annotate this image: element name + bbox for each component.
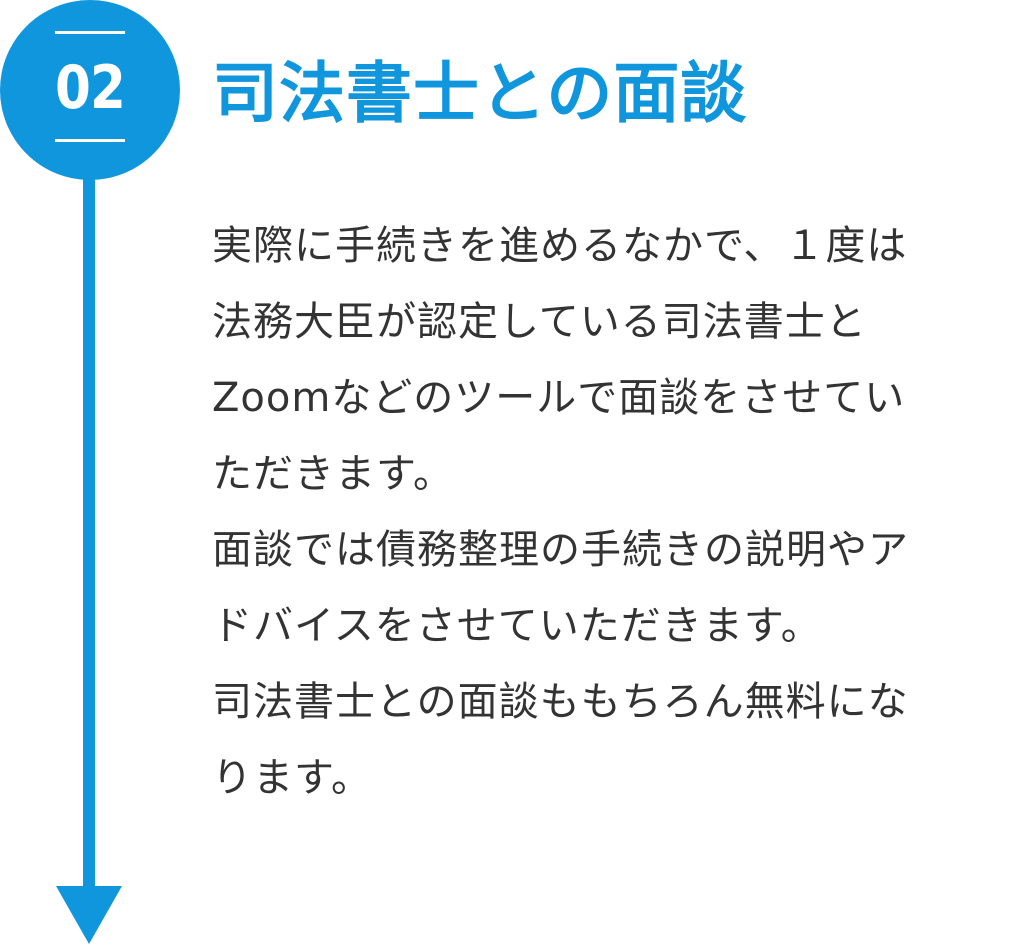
description-line: ただきます。 [212, 451, 454, 497]
description-line: ります。 [212, 755, 372, 801]
description-line: 法務大臣が認定している司法書士と [212, 299, 867, 345]
step-number-badge: 02 [0, 0, 180, 180]
timeline-line [83, 170, 95, 910]
step-description: 実際に手続きを進めるなかで、１度は 法務大臣が認定している司法書士と Zoomな… [212, 208, 1027, 816]
description-line: 実際に手続きを進めるなかで、１度は [212, 223, 908, 269]
description-line: Zoomなどのツールで面談をさせてい [212, 375, 906, 421]
badge-bottom-rule [55, 139, 125, 142]
description-line: 面談では債務整理の手続きの説明やア [212, 527, 909, 573]
description-line: 司法書士との面談ももちろん無料にな [212, 679, 909, 725]
step-title: 司法書士との面談 [212, 55, 748, 132]
badge-top-rule [55, 31, 125, 34]
description-line: ドバイスをさせていただきます。 [212, 603, 822, 649]
arrow-down-icon [56, 886, 122, 944]
step-number: 02 [54, 53, 126, 123]
